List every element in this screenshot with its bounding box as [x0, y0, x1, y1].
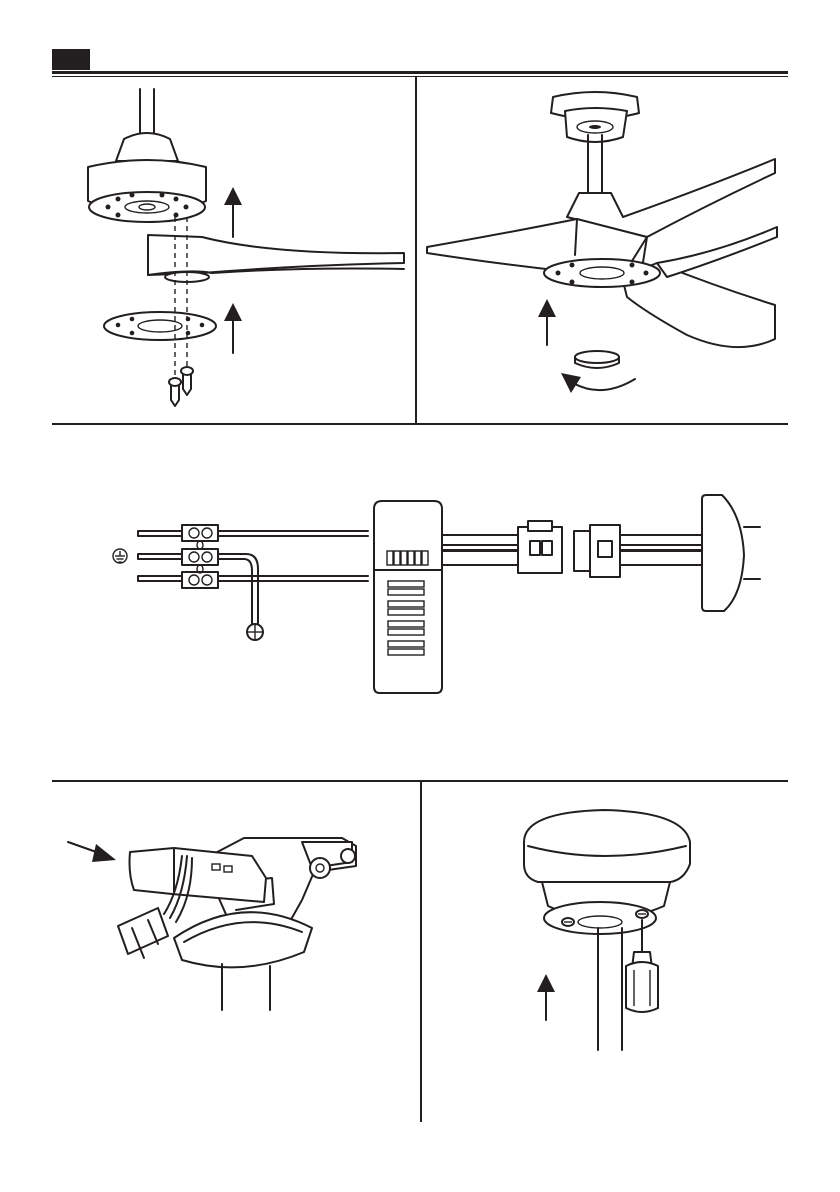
- header-rule: [52, 71, 788, 74]
- downrod: [140, 89, 154, 139]
- wiring-figure: [52, 425, 788, 780]
- blade-flange-plate: [104, 312, 216, 340]
- ground-wire: [244, 554, 263, 640]
- downrod: [598, 928, 622, 1050]
- step-badge: [52, 49, 90, 70]
- canopy-bowl: [174, 912, 312, 967]
- ground-symbol-icon: [113, 549, 127, 563]
- receiver-box: [374, 501, 442, 693]
- downrod: [222, 964, 270, 1010]
- downrod: [588, 135, 602, 193]
- ceiling-canopy: [551, 92, 639, 142]
- receiver-input-wires: [218, 531, 368, 581]
- motor-housing: [88, 133, 206, 222]
- supply-wires: [138, 531, 188, 581]
- plug-connector: [118, 908, 168, 958]
- arrow-up-icon: [538, 299, 556, 345]
- plug-connector-male: [518, 521, 562, 573]
- cover-cap: [575, 351, 619, 368]
- hub-plate: [544, 259, 660, 287]
- cover-plate-figure: [417, 77, 788, 423]
- motor-wires: [620, 535, 702, 565]
- blade-assembly-figure: [52, 77, 415, 423]
- screw-icon: [169, 367, 193, 406]
- screwdriver-icon: [626, 920, 658, 1012]
- terminal-block: [182, 525, 218, 588]
- arrow-up-icon: [537, 974, 555, 1020]
- canopy-raise-figure: [422, 782, 788, 1122]
- rotate-arrow-icon: [561, 373, 635, 393]
- motor-housing: [702, 495, 760, 611]
- plug-connector-female: [574, 525, 620, 577]
- ceiling-canopy: [524, 810, 690, 934]
- receiver-output-wires: [442, 535, 522, 565]
- arrow-right-icon: [68, 842, 116, 862]
- receiver-insert-figure: [52, 782, 420, 1122]
- receiver-unit: [130, 848, 267, 902]
